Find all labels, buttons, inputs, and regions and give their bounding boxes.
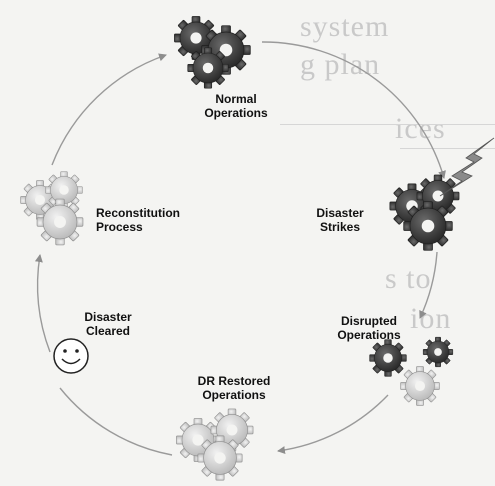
cycle-arrow: [278, 395, 388, 451]
label-disaster-cleared: Disaster Cleared: [78, 310, 138, 338]
smiley-face-icon: [54, 339, 88, 373]
light-gear-cluster-icon: [176, 409, 253, 480]
dark-gear-cluster-icon: [174, 16, 250, 88]
label-disrupted-operations: Disrupted Operations: [326, 314, 412, 342]
cycle-arrow: [420, 252, 437, 318]
label-disaster-strikes: Disaster Strikes: [310, 206, 370, 234]
label-normal-operations: Normal Operations: [196, 92, 276, 120]
label-dr-restored-operations: DR Restored Operations: [186, 374, 282, 402]
mixed-gear-cluster-icon: [370, 337, 453, 405]
label-reconstitution-process: Reconstitution Process: [96, 206, 206, 234]
cycle-arrow: [52, 55, 166, 165]
dark-gear-cluster-icon: [390, 175, 459, 250]
cycle-arrow: [38, 255, 50, 352]
cycle-arrow: [262, 42, 444, 178]
light-gear-cluster-icon: [21, 172, 83, 245]
cycle-arrow: [60, 388, 172, 455]
